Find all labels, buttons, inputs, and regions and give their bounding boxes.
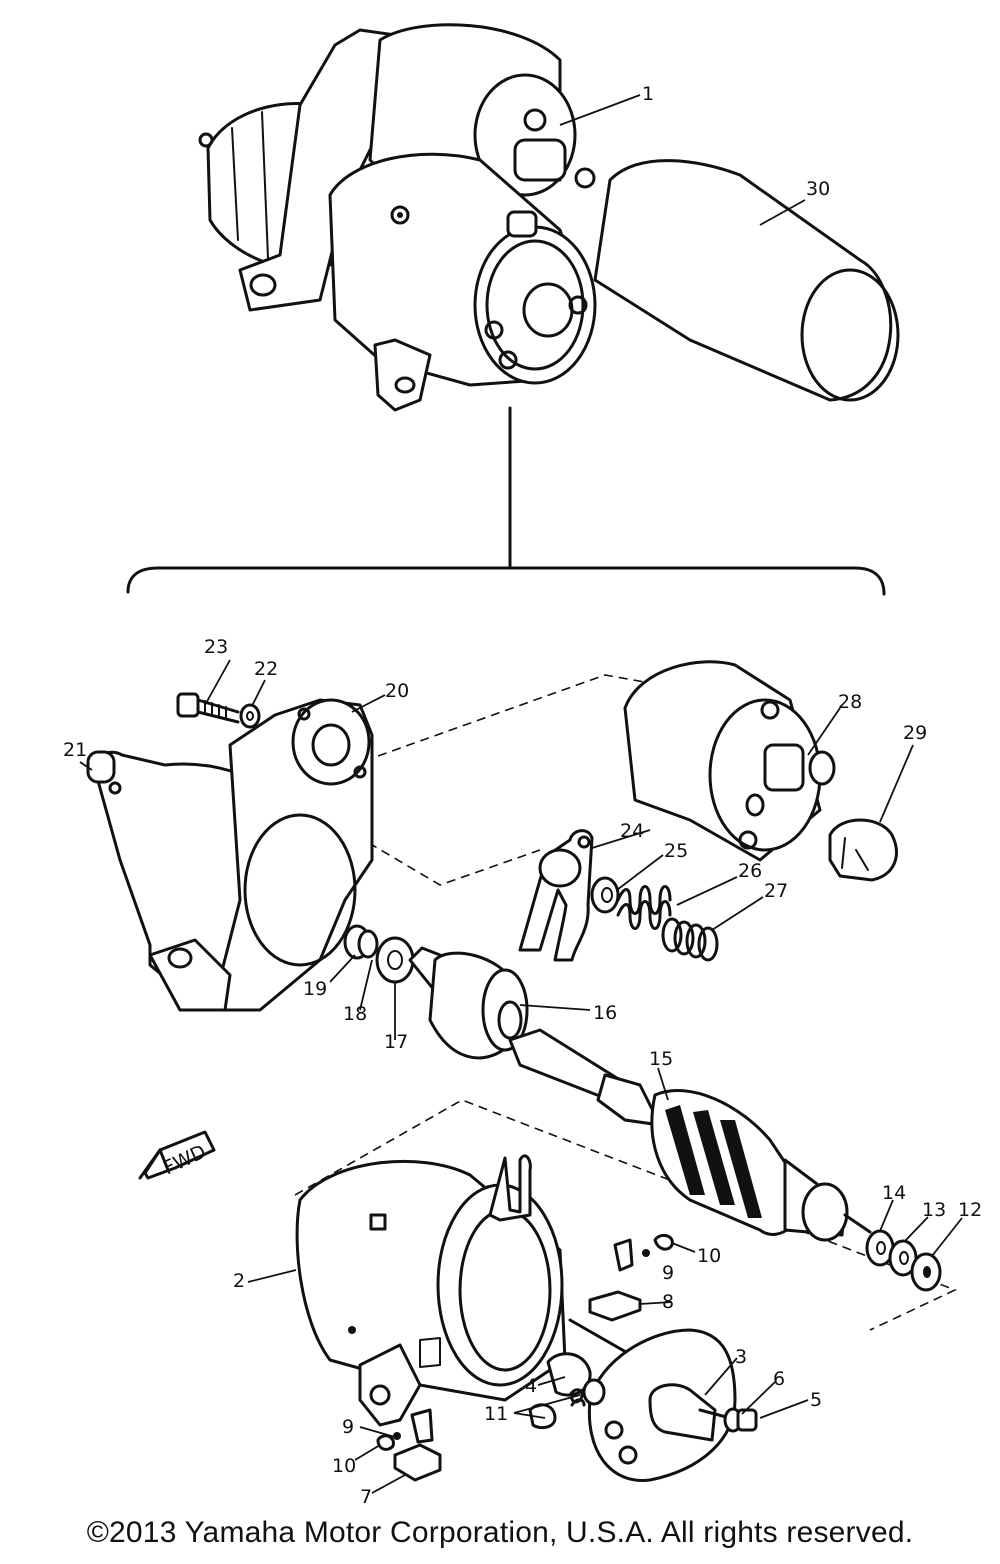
callout-9-lower: 9 xyxy=(342,1416,354,1438)
callout-29: 29 xyxy=(903,722,927,744)
pinion-stopper xyxy=(375,936,415,984)
solenoid-switch xyxy=(623,660,836,862)
stop-ring xyxy=(343,924,379,960)
spring-26 xyxy=(616,885,672,930)
callout-22: 22 xyxy=(254,658,278,680)
callout-17: 17 xyxy=(384,1031,408,1053)
callout-11: 11 xyxy=(484,1403,508,1425)
callout-15: 15 xyxy=(649,1048,673,1070)
callout-8: 8 xyxy=(662,1291,674,1313)
callout-28: 28 xyxy=(838,691,862,713)
callout-10-lower: 10 xyxy=(332,1455,356,1477)
callout-19: 19 xyxy=(303,978,327,1000)
callout-leaders xyxy=(79,94,963,1494)
callout-24: 24 xyxy=(620,820,644,842)
callout-23: 23 xyxy=(204,636,228,658)
yoke-assembly xyxy=(295,1154,567,1427)
drive-pinion xyxy=(408,946,529,1060)
callout-3: 3 xyxy=(735,1346,747,1368)
spring-27 xyxy=(661,917,719,962)
through-bolt-5 xyxy=(736,1408,758,1432)
armature xyxy=(508,1028,872,1242)
thrust-washer-12 xyxy=(910,1252,942,1292)
callout-12: 12 xyxy=(958,1199,982,1221)
callout-16: 16 xyxy=(593,1002,617,1024)
callout-21: 21 xyxy=(63,739,87,761)
rear-cover xyxy=(582,1328,737,1482)
callout-1: 1 xyxy=(642,83,654,105)
callout-4: 4 xyxy=(525,1375,537,1397)
callout-5: 5 xyxy=(810,1389,822,1411)
washer-25 xyxy=(590,876,620,914)
callout-6: 6 xyxy=(773,1368,785,1390)
callout-2: 2 xyxy=(233,1270,245,1292)
callout-30: 30 xyxy=(806,178,830,200)
callout-labels: 1 30 23 22 20 21 28 29 24 25 26 27 19 18… xyxy=(63,83,982,1508)
callout-10-upper: 10 xyxy=(697,1245,721,1267)
callout-25: 25 xyxy=(664,840,688,862)
callout-27: 27 xyxy=(764,880,788,902)
lock-washer xyxy=(239,703,261,729)
forward-direction-arrow: FWD xyxy=(138,1130,216,1180)
copyright-notice: ©2013 Yamaha Motor Corporation, U.S.A. A… xyxy=(86,1516,914,1549)
callout-14: 14 xyxy=(882,1182,906,1204)
terminal-cap xyxy=(828,818,898,882)
brush-8 xyxy=(588,1233,674,1322)
brush-7 xyxy=(376,1408,442,1482)
callout-18: 18 xyxy=(343,1003,367,1025)
callout-7: 7 xyxy=(360,1486,372,1508)
callout-26: 26 xyxy=(738,860,762,882)
exploded-view-brace xyxy=(126,406,886,596)
callout-20: 20 xyxy=(385,680,409,702)
guide-line-solenoid xyxy=(329,674,691,886)
through-bolt xyxy=(176,692,240,724)
callout-13: 13 xyxy=(922,1199,946,1221)
starter-motor-assembly xyxy=(198,23,900,412)
front-housing xyxy=(86,698,374,1012)
shift-lever xyxy=(518,829,594,962)
brush-holder xyxy=(546,1352,592,1397)
callout-9-upper: 9 xyxy=(662,1262,674,1284)
